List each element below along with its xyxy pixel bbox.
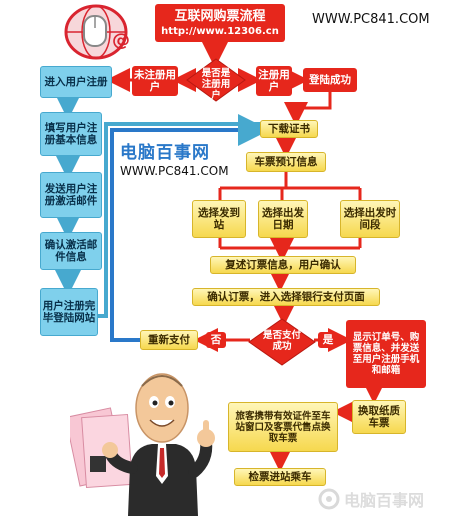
download-cert-label: 下载证书 — [268, 123, 310, 135]
ticket-booking-label: 车票预订信息 — [254, 156, 318, 168]
yes-label: 是 — [318, 332, 338, 348]
exchange-ticket-label: 换取纸质车票 — [358, 405, 400, 429]
choose-station-box: 选择发到站 — [192, 200, 246, 238]
no-label-text: 否 — [210, 334, 222, 346]
confirm-info-box: 复述订票信息，用户确认 — [210, 256, 356, 274]
watermark-logo: 电脑百事网 — [318, 486, 452, 512]
login-success-label: 登陆成功 — [309, 74, 351, 86]
unregistered-user-label: 未注册用户 — [134, 69, 176, 93]
collect-ticket-box: 旅客携带有效证件至车站窗口及客票代售点换取车票 — [228, 402, 338, 452]
cartoon-man-illustration — [64, 356, 220, 516]
choose-date-box: 选择出发日期 — [258, 200, 308, 238]
registered-user-box: 注册用户 — [256, 66, 292, 96]
choose-date-label: 选择出发日期 — [262, 207, 304, 231]
watermark-text: 电脑百事网 — [344, 491, 425, 510]
show-order-label: 显示订单号、购票信息、并发送至用户注册手机和邮箱 — [352, 332, 420, 376]
register-step-3: 发送用户注册激活邮件 — [40, 172, 102, 218]
unregistered-user-box: 未注册用户 — [132, 66, 178, 96]
choose-time-box: 选择出发时间段 — [340, 200, 400, 238]
decision-registered-text: 是否是注册用户 — [201, 68, 231, 101]
register-step-2: 填写用户注册基本信息 — [40, 112, 102, 156]
register-step-2-label: 填写用户注册基本信息 — [44, 122, 98, 146]
watermark-icon — [318, 488, 340, 510]
brand-name: 电脑百事网 — [120, 143, 210, 163]
register-step-5-label: 用户注册完毕登陆网站 — [42, 300, 96, 324]
no-label: 否 — [206, 332, 226, 348]
svg-text:@: @ — [112, 30, 130, 51]
title-text: 互联网购票流程 — [174, 8, 266, 24]
login-success-box: 登陆成功 — [303, 68, 357, 92]
register-step-5: 用户注册完毕登陆网站 — [40, 288, 98, 336]
exchange-ticket-box: 换取纸质车票 — [352, 400, 406, 434]
registered-user-label: 注册用户 — [258, 69, 290, 93]
board-train-box: 检票进站乘车 — [234, 468, 326, 486]
board-train-label: 检票进站乘车 — [248, 471, 312, 483]
site-url: WWW.PC841.COM — [312, 12, 430, 27]
decision-registered: 是否是注册用户 — [186, 58, 246, 102]
yes-label-text: 是 — [322, 334, 334, 346]
choose-time-label: 选择出发时间段 — [343, 207, 397, 231]
register-step-3-label: 发送用户注册激活邮件 — [44, 183, 98, 207]
globe-mouse-logo: @ — [62, 2, 132, 60]
decision-payment-text: 是否支付成功 — [262, 330, 301, 352]
page-title: 互联网购票流程 http://www.12306.cn — [155, 4, 285, 42]
register-step-1: 进入用户注册 — [40, 66, 112, 98]
register-step-1-label: 进入用户注册 — [44, 76, 108, 88]
confirm-info-label: 复述订票信息，用户确认 — [225, 259, 341, 271]
download-cert-box: 下载证书 — [260, 120, 318, 138]
collect-ticket-label: 旅客携带有效证件至车站窗口及客票代售点换取车票 — [235, 410, 331, 444]
choose-station-label: 选择发到站 — [198, 207, 240, 231]
confirm-order-box: 确认订票，进入选择银行支付页面 — [192, 288, 380, 306]
register-step-4: 确认激活邮件信息 — [40, 232, 102, 270]
decision-payment: 是否支付成功 — [248, 318, 316, 366]
brand-url: WWW.PC841.COM — [120, 164, 229, 178]
repay-label: 重新支付 — [148, 334, 190, 346]
ticket-booking-box: 车票预订信息 — [246, 152, 326, 172]
confirm-order-label: 确认订票，进入选择银行支付页面 — [207, 291, 365, 303]
show-order-box: 显示订单号、购票信息、并发送至用户注册手机和邮箱 — [346, 320, 426, 388]
title-url: http://www.12306.cn — [161, 25, 279, 37]
repay-box: 重新支付 — [140, 330, 198, 350]
register-step-4-label: 确认激活邮件信息 — [44, 239, 98, 263]
